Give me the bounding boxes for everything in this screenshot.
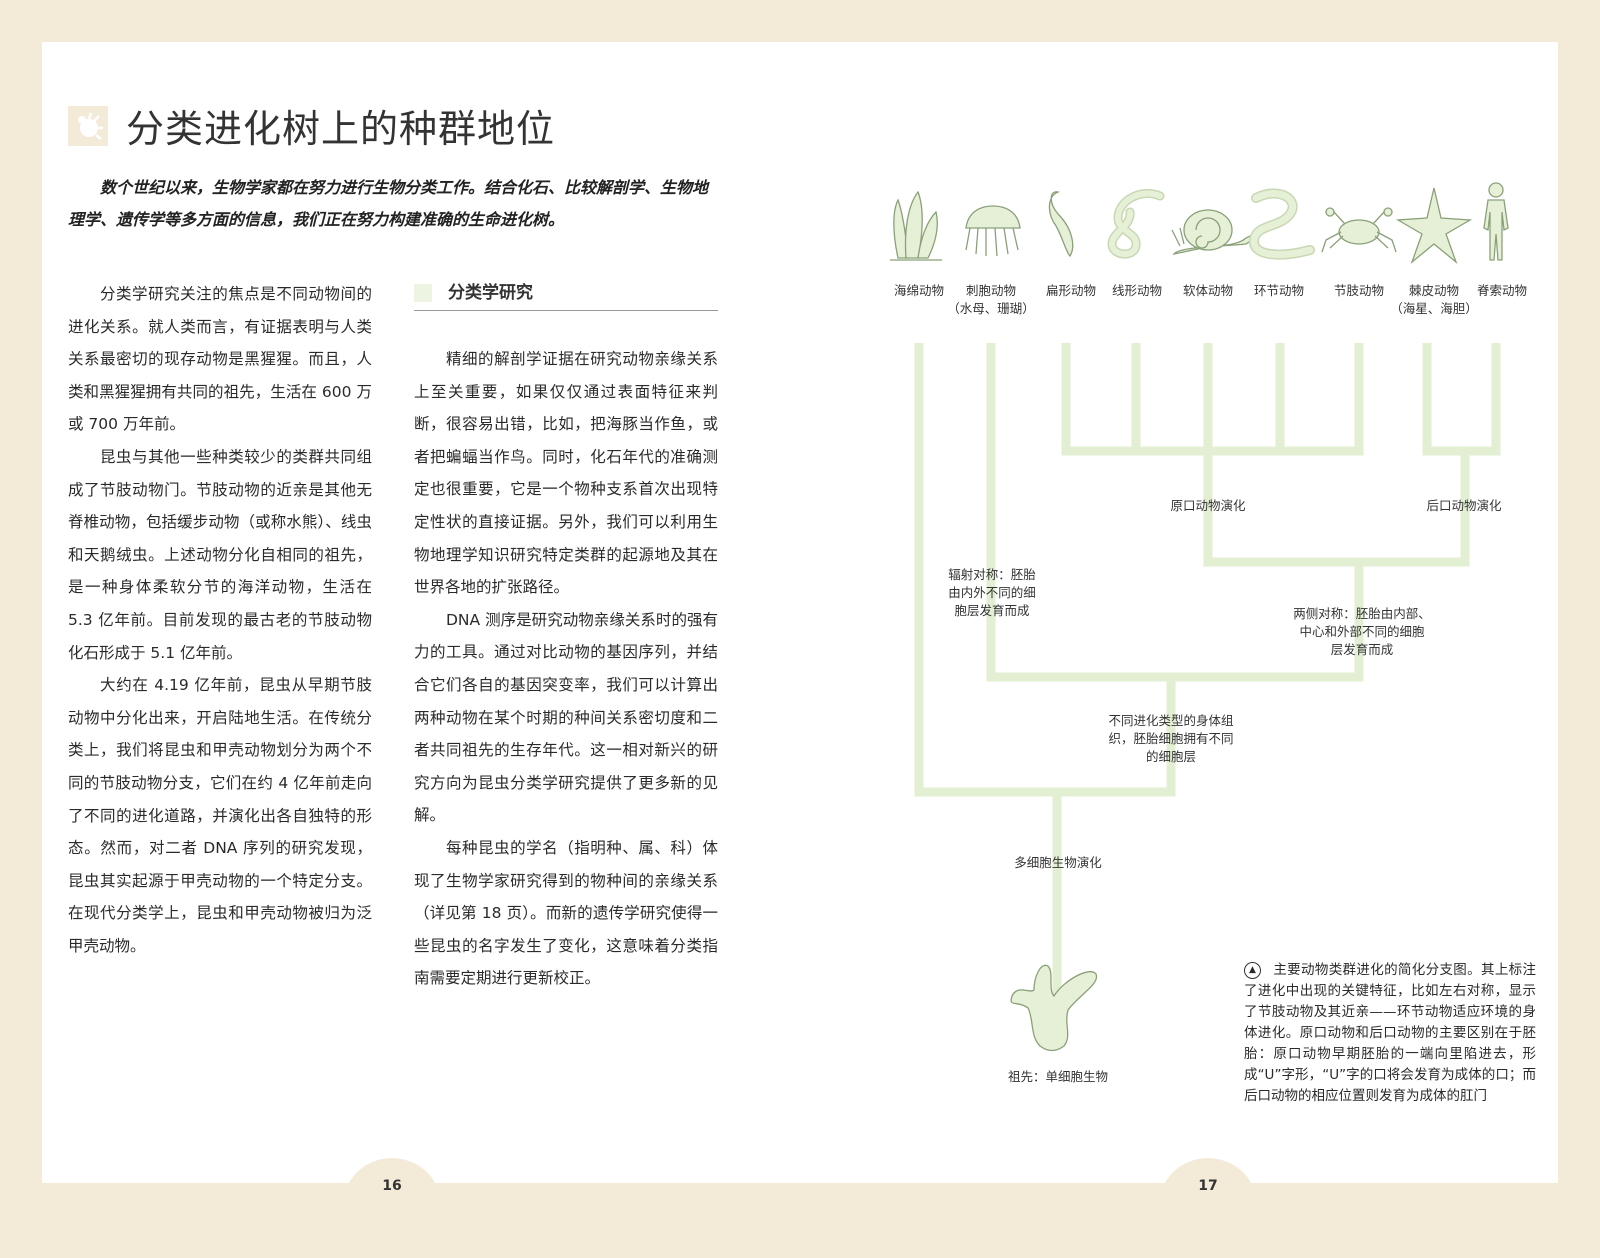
paragraph: DNA 测序是研究动物亲缘关系时的强有力的工具。通过对比动物的基因序列，并结合它… xyxy=(414,610,718,825)
taxa-icons xyxy=(890,182,1509,1052)
roundworm-icon xyxy=(1107,188,1165,259)
sidebar-column: 精细的解剖学证据在研究动物亲缘关系上至关重要，如果仅仅通过表面特征来判断，很容易… xyxy=(414,343,718,995)
sponge-branch xyxy=(914,343,1176,797)
node-label-radial: 辐射对称：胚胎 由内外不同的细 胞层发育而成 xyxy=(948,567,1036,618)
node-label-multicellular: 多细胞生物演化 xyxy=(1014,855,1102,870)
paragraph: 分类学研究关注的焦点是不同动物间的进化关系。就人类而言，有证据表明与人类关系最密… xyxy=(68,285,372,434)
crab-icon xyxy=(1321,207,1397,253)
taxon-label-sponge: 海绵动物 xyxy=(893,283,944,298)
arrow-up-icon: ▲ xyxy=(1244,961,1261,979)
starfish-icon xyxy=(1395,187,1473,264)
caption-text: 主要动物类群进化的简化分支图。其上标注了进化中出现的关键特征，比如左右对称，显示… xyxy=(1244,962,1536,1104)
snail-icon xyxy=(1171,209,1255,255)
taxon-label-echinoderm: 棘皮动物 （海星、海胆） xyxy=(1390,283,1478,316)
page-title: 分类进化树上的种群地位 xyxy=(126,107,556,151)
taxon-label-flatworm: 扁形动物 xyxy=(1045,283,1096,298)
human-icon xyxy=(1483,182,1509,261)
taxon-label-arthropod: 节肢动物 xyxy=(1333,283,1384,298)
book-page xyxy=(42,42,1558,1183)
node-label-bilateral: 两侧对称：胚胎由内部、 中心和外部不同的细胞 层发育而成 xyxy=(1293,606,1431,657)
figure-caption: ▲主要动物类群进化的简化分支图。其上标注了进化中出现的关键特征，比如左右对称，显… xyxy=(1244,960,1536,1107)
heading-marker xyxy=(414,284,432,302)
paragraph: 每种昆虫的学名（指明种、属、科）体现了生物学家研究得到的物种间的亲缘关系（详见第… xyxy=(414,838,718,988)
left-column: 分类学研究关注的焦点是不同动物间的进化关系。就人类而言，有证据表明与人类关系最密… xyxy=(68,278,372,962)
bilateria-branch xyxy=(1203,451,1470,567)
taxon-label-roundworm: 线形动物 xyxy=(1111,283,1162,298)
bug-icon xyxy=(68,106,108,146)
sponge-icon xyxy=(890,190,942,261)
paragraph: 昆虫与其他一些种类较少的类群共同组成了节肢动物门。节肢动物的近亲是其他无脊椎动物… xyxy=(68,447,372,662)
taxon-label-cnidaria: 刺胞动物 （水母、珊瑚） xyxy=(947,283,1035,316)
deuterostome-comb xyxy=(1422,343,1501,456)
page-number-left: 16 xyxy=(342,1158,442,1258)
flatworm-icon xyxy=(1048,191,1074,258)
phylogeny-diagram xyxy=(890,182,1509,1052)
jellyfish-icon xyxy=(965,205,1021,257)
node-label-deuterostome: 后口动物演化 xyxy=(1426,498,1502,513)
taxon-label-chordate: 脊索动物 xyxy=(1476,283,1527,298)
ancestor-organism-icon xyxy=(1010,964,1098,1052)
annelid-icon xyxy=(1249,188,1315,260)
node-label-ancestor: 祖先：单细胞生物 xyxy=(1007,1069,1108,1084)
cnidaria-branch xyxy=(986,343,1364,682)
page-number-right: 17 xyxy=(1158,1158,1258,1258)
paragraph: 精细的解剖学证据在研究动物亲缘关系上至关重要，如果仅仅通过表面特征来判断，很容易… xyxy=(414,350,718,597)
node-label-protostome: 原口动物演化 xyxy=(1170,498,1246,513)
taxon-label-mollusc: 软体动物 xyxy=(1182,283,1233,298)
sidebar-heading-text: 分类学研究 xyxy=(448,283,533,303)
sidebar-heading: 分类学研究 xyxy=(414,278,718,311)
paragraph: 大约在 4.19 亿年前，昆虫从早期节肢动物中分化出来，开启陆地生活。在传统分类… xyxy=(68,676,372,955)
taxon-label-annelid: 环节动物 xyxy=(1253,283,1304,298)
tree-branches xyxy=(914,343,1501,1000)
node-label-tissues: 不同进化类型的身体组 织，胚胎细胞拥有不同 的细胞层 xyxy=(1108,713,1234,764)
intro-paragraph: 数个世纪以来，生物学家都在努力进行生物分类工作。结合化石、比较解剖学、生物地理学… xyxy=(68,178,709,229)
